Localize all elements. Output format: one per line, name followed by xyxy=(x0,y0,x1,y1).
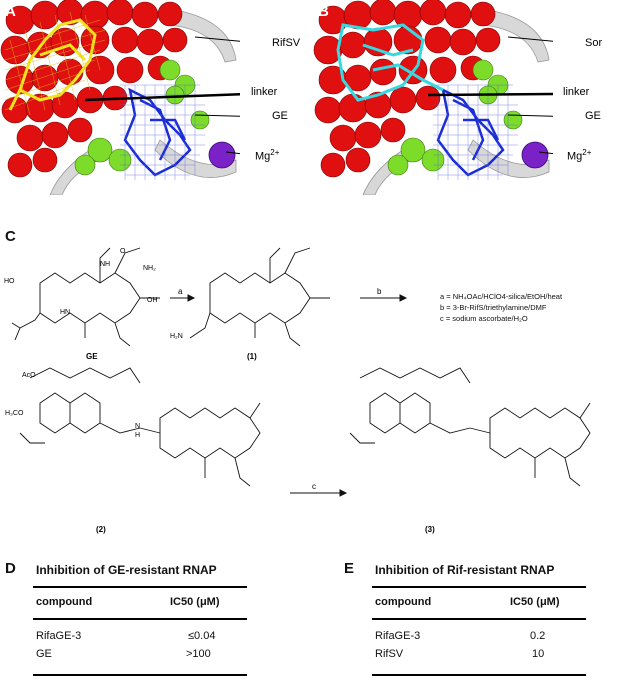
compound-label-ge: GE xyxy=(86,352,98,361)
compound-label-3: (3) xyxy=(425,525,435,534)
arrow-label-a: a xyxy=(178,287,183,296)
table-d-row-1-ic50: >100 xyxy=(186,648,211,660)
atom-label-ho: HO xyxy=(4,278,15,285)
label-ge-b: GE xyxy=(585,110,601,122)
mg-text-b: Mg xyxy=(567,150,583,163)
panel-label-c: C xyxy=(5,228,16,245)
table-e-row-0-ic50: 0.2 xyxy=(530,630,546,642)
panel-label-b: B xyxy=(318,3,329,20)
label-sor: Sor xyxy=(585,37,603,49)
structure-image-b xyxy=(313,0,553,195)
panel-label-e: E xyxy=(344,560,355,577)
atom-label-oh: OH xyxy=(147,297,158,304)
atom-label-h2n: H₂N xyxy=(170,333,183,340)
table-e-bottom-rule xyxy=(372,674,586,676)
table-d-col-compound: compound xyxy=(36,596,93,608)
arrow-label-c: c xyxy=(312,482,316,491)
table-d-title: Inhibition of GE-resistant RNAP xyxy=(36,563,217,577)
table-e-header-rule xyxy=(372,618,586,620)
table-e-row-1-compound: RifSV xyxy=(375,648,404,660)
legend-a: a = NH₄OAc/HClO4-silica/EtOH/heat xyxy=(440,292,563,301)
panel-label-d: D xyxy=(5,560,16,577)
table-d-bottom-rule xyxy=(33,674,247,676)
structure-image-a xyxy=(0,0,240,195)
table-e-col-compound: compound xyxy=(375,596,432,608)
label-linker-b: linker xyxy=(563,86,590,98)
table-d-col-ic50: IC50 (μM) xyxy=(170,596,220,608)
legend-b: b = 3-Br-RifS/triethylamine/DMF xyxy=(440,303,547,312)
table-d-top-rule xyxy=(33,586,247,588)
table-e-row-1-ic50: 10 xyxy=(532,648,545,660)
table-e-row-0-compound: RifaGE-3 xyxy=(375,630,421,642)
mg-sup-b: 2+ xyxy=(582,148,592,157)
label-ge-a: GE xyxy=(272,110,288,122)
table-e-top-rule xyxy=(372,586,586,588)
table-d-header-rule xyxy=(33,618,247,620)
atom-label-nh2: NH₂ xyxy=(143,265,156,272)
table-d-row-1-compound: GE xyxy=(36,648,52,660)
label-rifsv: RifSV xyxy=(272,37,301,49)
compound-label-2: (2) xyxy=(96,525,106,534)
reaction-scheme xyxy=(11,247,591,497)
atom-label-h3co: H₃CO xyxy=(5,410,24,417)
atom-label-o: O xyxy=(120,248,126,255)
atom-label-nh: NH xyxy=(100,261,111,268)
atom-label-h: H xyxy=(135,432,141,439)
mg-sup-a: 2+ xyxy=(270,148,280,157)
atom-label-n: N xyxy=(135,423,141,430)
panel-label-a: A xyxy=(5,3,16,20)
compound-label-1: (1) xyxy=(247,352,257,361)
table-e-title: Inhibition of Rif-resistant RNAP xyxy=(375,563,555,577)
table-d-row-0-compound: RifaGE-3 xyxy=(36,630,82,642)
legend-c: c = sodium ascorbate/H₂O xyxy=(440,314,528,323)
label-linker-a: linker xyxy=(251,86,278,98)
mg-text-a: Mg xyxy=(255,150,271,163)
table-e-col-ic50: IC50 (μM) xyxy=(510,596,560,608)
label-mg-a: Mg2+ xyxy=(255,148,279,163)
label-mg-b: Mg2+ xyxy=(567,148,591,163)
arrow-label-b: b xyxy=(377,287,382,296)
atom-label-aco: AcO xyxy=(22,372,36,379)
atom-label-hn: HN xyxy=(60,309,71,316)
table-d-row-0-ic50: ≤0.04 xyxy=(188,630,216,642)
